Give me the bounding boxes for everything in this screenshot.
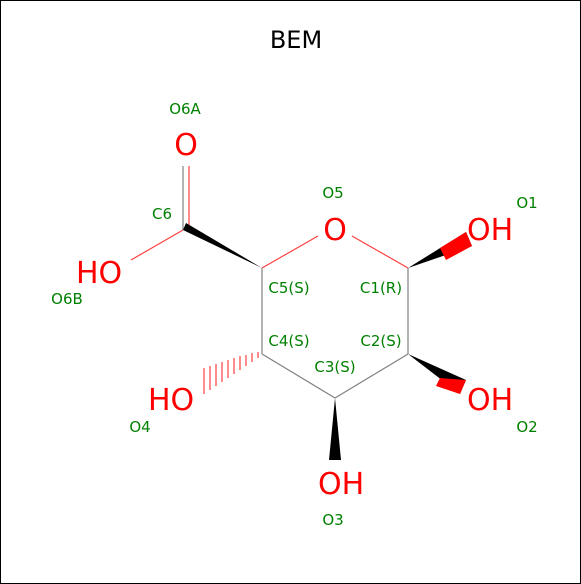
wedge-red-ends (436, 232, 472, 394)
label-o1: O1 (516, 194, 537, 212)
label-o3: O3 (322, 511, 343, 529)
label-c2: C2(S) (360, 332, 401, 350)
atom-o2: OH (467, 383, 513, 418)
bond-c5-o5 (261, 235, 319, 269)
label-o4: O4 (129, 418, 150, 436)
hash-bond-c4-o4 (203, 352, 259, 394)
atom-o3: OH (318, 467, 364, 502)
bond-c3-c2 (334, 353, 409, 399)
atom-o5: O (323, 213, 347, 248)
wedge-o1-red (440, 232, 472, 260)
ring-bonds (261, 235, 409, 399)
diagram-title: BEM (270, 26, 322, 54)
atom-o6b: HO (76, 256, 122, 291)
atom-o1: OH (467, 213, 513, 248)
label-c1: C1(R) (360, 279, 402, 297)
bond-c6-o6b (130, 229, 184, 261)
wedge-c5-c6 (183, 223, 262, 268)
bond-c1-o5 (351, 235, 409, 269)
carboxyl-bonds (130, 166, 190, 261)
label-o5: O5 (322, 184, 343, 202)
atom-o4: HO (148, 383, 194, 418)
label-c3: C3(S) (314, 358, 355, 376)
wedge-o2-red (436, 378, 466, 394)
label-o2: O2 (516, 418, 537, 436)
label-c5: C5(S) (268, 279, 309, 297)
bond-c4-c3 (261, 353, 336, 399)
wedge-bonds (183, 223, 472, 460)
label-c6: C6 (152, 205, 172, 223)
label-c4: C4(S) (268, 332, 309, 350)
label-o6a: O6A (169, 100, 201, 118)
label-o6b: O6B (51, 290, 83, 308)
wedge-c3-o3 (329, 398, 341, 460)
atom-o6a: O (174, 128, 198, 163)
